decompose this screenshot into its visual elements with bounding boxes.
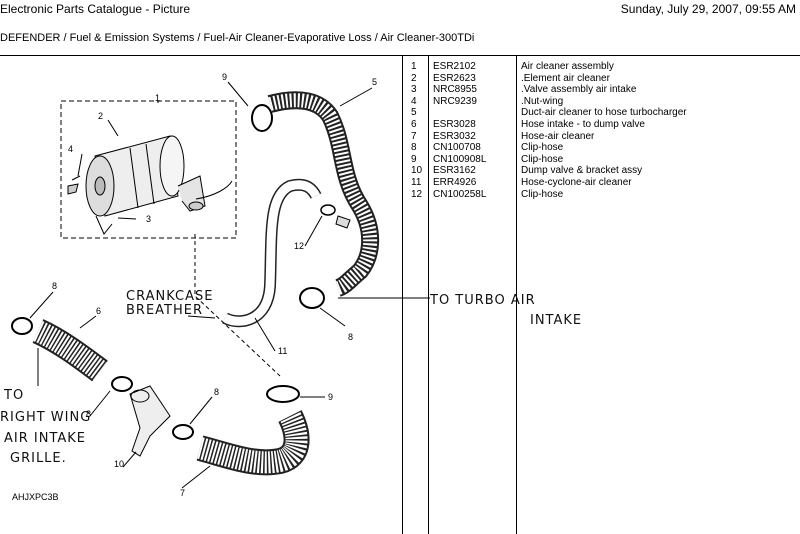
part-number-index: 3 <box>411 84 417 96</box>
parts-row: 7 ESR3032 Hose-air cleaner <box>411 131 791 143</box>
part-number-index: 11 <box>411 176 422 188</box>
callout-5: 5 <box>372 77 377 87</box>
parts-row: 8 CN100708 Clip-hose <box>411 142 791 154</box>
turbo-annotation: TO TURBO AIR INTAKE <box>338 293 582 328</box>
part-code: CN100908L <box>433 153 487 165</box>
part-number-index: 4 <box>411 95 417 107</box>
exploded-parts-diagram: 1 2 3 4 5 6 7 8 8 8 8 9 9 10 11 12 AHJXP… <box>0 72 380 502</box>
parts-row: 4 NRC9239 .Nut-wing <box>411 96 791 108</box>
part-code: NRC8955 <box>433 84 477 96</box>
intake-hose-left <box>32 319 108 382</box>
hose-clip-bottom <box>266 385 300 403</box>
callout-1: 1 <box>155 93 160 103</box>
callout-7: 7 <box>180 488 185 498</box>
part-description: Clip-hose <box>521 153 564 165</box>
column-divider-part <box>516 56 517 534</box>
part-description: Duct-air cleaner to hose turbocharger <box>521 107 687 119</box>
duct-hose <box>267 91 380 297</box>
callout-11: 11 <box>278 346 287 356</box>
part-description: Air cleaner assembly <box>521 61 614 72</box>
part-code: NRC9239 <box>433 95 477 107</box>
part-number-index: 2 <box>411 72 417 84</box>
hose-clip-top <box>251 104 273 132</box>
handwritten-turbo-1: TO TURBO AIR <box>429 293 536 308</box>
hose-clip-right <box>299 287 325 309</box>
parts-list: 1 ESR2102 Air cleaner assembly 2 ESR2623 .Ele… <box>411 61 791 200</box>
part-code: CN100258L <box>433 188 487 200</box>
handwritten-grille-2: RIGHT WING <box>0 410 91 425</box>
header-divider <box>0 55 800 56</box>
parts-row: 12 CN100258L Clip-hose <box>411 189 791 201</box>
handwritten-grille-4: GRILLE. <box>10 451 67 466</box>
part-description: Hose-cyclone-air cleaner <box>521 176 632 188</box>
callout-10: 10 <box>114 459 124 469</box>
parts-row: 11 ERR4926 Hose-cyclone-air cleaner <box>411 177 791 189</box>
air-cleaner-body <box>85 135 206 235</box>
part-number-index: 6 <box>411 118 417 130</box>
part-code <box>433 107 521 119</box>
parts-row: 1 ESR2102 Air cleaner assembly <box>411 61 791 73</box>
parts-row: 2 ESR2623 .Element air cleaner <box>411 73 791 85</box>
air-cleaner-assembly-outline <box>60 100 237 239</box>
part-description: Clip-hose <box>521 142 564 154</box>
part-code: ESR3162 <box>433 165 476 177</box>
callout-3: 3 <box>146 214 151 224</box>
hose-clip-left <box>11 317 33 335</box>
part-code: CN100708 <box>433 142 481 154</box>
date-time: Sunday, July 29, 2007, 09:55 AM <box>620 2 796 16</box>
hose-clip-lower <box>172 424 194 440</box>
callout-8b: 8 <box>86 409 91 419</box>
part-number-index: 8 <box>411 142 417 154</box>
window-title: Electronic Parts Catalogue - Picture <box>0 2 191 16</box>
parts-row: 3 NRC8955 .Valve assembly air intake <box>411 84 791 96</box>
parts-row: 10 ESR3162 Dump valve & bracket assy <box>411 165 791 177</box>
part-number-index: 7 <box>411 130 417 142</box>
part-description: Hose intake - to dump valve <box>521 118 645 130</box>
breadcrumb: DEFENDER / Fuel & Emission Systems / Fue… <box>0 32 475 44</box>
callout-12: 12 <box>294 241 304 251</box>
part-description: .Nut-wing <box>521 95 564 107</box>
hose-clip-mid <box>111 376 133 392</box>
parts-row: 9 CN100908L Clip-hose <box>411 154 791 166</box>
part-number-index: 9 <box>411 153 417 165</box>
part-number-index: 12 <box>411 188 423 200</box>
dump-valve <box>129 385 171 457</box>
lower-air-hose <box>196 410 310 476</box>
handwritten-crankcase-2: BREATHER <box>126 303 203 318</box>
part-description: .Valve assembly air intake <box>521 84 637 96</box>
diagram-divider <box>402 56 403 534</box>
hose-clip-small <box>320 204 336 216</box>
callout-8c: 8 <box>214 387 219 397</box>
part-code: ESR2623 <box>433 72 476 84</box>
part-description: Dump valve & bracket assy <box>521 165 643 177</box>
part-description: Hose-air cleaner <box>521 130 595 142</box>
handwritten-turbo-2: INTAKE <box>530 313 582 328</box>
handwritten-grille-3: AIR INTAKE <box>4 431 86 446</box>
part-number-index: 10 <box>411 165 423 177</box>
callout-8d: 8 <box>348 332 353 342</box>
callout-2: 2 <box>98 111 103 121</box>
figure-reference: AHJXPC3B <box>12 492 59 502</box>
part-number-index: 1 <box>411 61 417 72</box>
part-code: ESR3032 <box>433 130 476 142</box>
part-code: ESR3028 <box>433 118 476 130</box>
callout-9b: 9 <box>328 392 333 402</box>
wing-nut <box>67 175 81 195</box>
column-divider-no <box>428 56 429 534</box>
parts-row: 5 Duct-air cleaner to hose turbocharger <box>411 107 791 119</box>
part-description: Clip-hose <box>521 188 564 200</box>
callout-8a: 8 <box>52 281 57 291</box>
handwritten-crankcase-1: CRANKCASE <box>126 289 213 304</box>
part-code: ESR2102 <box>433 61 476 72</box>
callout-4: 4 <box>68 144 73 154</box>
part-number-index: 5 <box>411 107 417 119</box>
part-description: .Element air cleaner <box>521 72 610 84</box>
parts-row: 6 ESR3028 Hose intake - to dump valve <box>411 119 791 131</box>
handwritten-grille-1: TO <box>3 388 24 403</box>
callout-6: 6 <box>96 306 101 316</box>
callout-9a: 9 <box>222 72 227 82</box>
part-code: ERR4926 <box>433 176 477 188</box>
